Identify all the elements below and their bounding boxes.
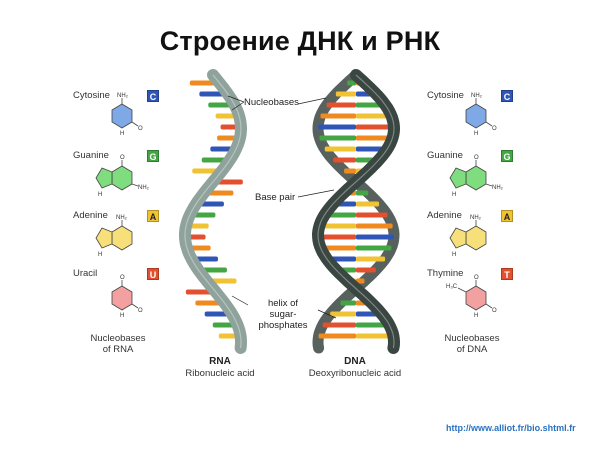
hydrogen-label: H (452, 192, 456, 198)
cytosine-structure-icon: NH₂ O H (111, 93, 143, 137)
caption-dna-nucleobases: Nucleobases of DNA (444, 333, 500, 355)
dna-base-half (356, 234, 394, 240)
dna-base-half (356, 124, 394, 130)
dna-base-half (356, 256, 386, 262)
dna-base-half (356, 267, 376, 273)
dna-base-half (333, 157, 356, 163)
hydrogen-label: H (98, 192, 102, 198)
dna-subtitle: Deoxyribonucleic acid (308, 368, 402, 379)
dna-base-half (318, 234, 356, 240)
dna-base-half (356, 223, 393, 229)
rna-base-badge-u: U (147, 268, 159, 280)
oxygen-label: O (138, 308, 143, 314)
adenine-structure-icon: NH₂ H (95, 215, 133, 258)
dna-base-half (320, 245, 356, 251)
rna-base-name-guanine: Guanine (73, 150, 109, 161)
dna-base-half (322, 322, 356, 328)
dna-base-half (330, 311, 356, 317)
dna-base-half (356, 113, 392, 119)
oxygen-label: O (492, 308, 497, 314)
callout-helix: helix of sugar-phosphates (258, 298, 308, 331)
rna-backbone-highlight (184, 74, 242, 349)
rna-base-badge-g: G (147, 150, 159, 162)
hydrogen-label: H (474, 131, 478, 137)
hydrogen-label: H (120, 313, 124, 319)
pointer-line (231, 295, 249, 306)
dna-base-name-adenine: Adenine (427, 210, 462, 221)
rna-base-name-cytosine: Cytosine (73, 90, 110, 101)
pointer-line (227, 95, 245, 103)
methyl-label: H₃C (446, 284, 458, 290)
oxygen-label: O (138, 126, 143, 132)
dna-base-half (318, 333, 356, 339)
amine-label: NH₂ (471, 93, 483, 99)
dna-base-badge-g: G (501, 150, 513, 162)
dna-base-half (320, 113, 356, 119)
uracil-structure-icon: O O H (111, 275, 143, 319)
dna-base-half (356, 135, 393, 141)
pointer-line (317, 309, 337, 319)
dna-base-half (356, 322, 390, 328)
dna-base-half (326, 102, 356, 108)
oxygen-label: O (492, 126, 497, 132)
rna-title: RNA (209, 356, 231, 367)
rna-base-badge-c: C (147, 90, 159, 102)
hydrogen-label: H (98, 252, 102, 258)
dna-base-half (344, 168, 356, 174)
dna-backbone-highlight (317, 74, 395, 349)
dna-base-half (324, 146, 356, 152)
dna-base-half (356, 201, 380, 207)
rna-base-name-adenine: Adenine (73, 210, 108, 221)
dna-base-badge-t: T (501, 268, 513, 280)
amine-label: NH₂ (117, 93, 129, 99)
dna-base-half (356, 212, 388, 218)
dna-base-half (340, 300, 356, 306)
hydrogen-label: H (452, 252, 456, 258)
amine-label: NH₂ (138, 185, 150, 191)
dna-base-name-cytosine: Cytosine (427, 90, 464, 101)
source-url-link[interactable]: http://www.alliot.fr/bio.shtml.fr (446, 423, 576, 433)
amine-label: NH₂ (492, 185, 504, 191)
dna-base-half (356, 278, 365, 284)
caption-rna-nucleobases: Nucleobases of RNA (90, 333, 146, 355)
dna-base-half (356, 333, 394, 339)
guanine-structure-icon: O NH₂ H (449, 155, 504, 198)
hydrogen-label: H (474, 313, 478, 319)
guanine-structure-icon: O NH₂ H (95, 155, 150, 198)
dna-backbone-strand-a (311, 69, 401, 354)
dna-base-half (356, 245, 392, 251)
dna-base-half (356, 190, 369, 196)
dna-base-badge-a: A (501, 210, 513, 222)
dna-base-name-thymine: Thymine (427, 268, 464, 279)
callout-nucleobases: Nucleobases (244, 97, 299, 108)
oxygen-label: O (474, 155, 479, 161)
cytosine-structure-icon: NH₂ O H (465, 93, 497, 137)
dna-title: DNA (344, 356, 366, 367)
rna-backbone-strand-a (179, 69, 248, 354)
rna-base-badge-a: A (147, 210, 159, 222)
rna-subtitle: Ribonucleic acid (185, 368, 255, 379)
dna-base-name-guanine: Guanine (427, 150, 463, 161)
amine-label: NH₂ (116, 215, 128, 221)
dna-base-half (335, 91, 356, 97)
pointer-line (231, 101, 245, 111)
page-title: Строение ДНК и РНК (159, 26, 441, 56)
rna-base-name-uracil: Uracil (73, 268, 98, 279)
pointer-line (297, 189, 335, 198)
dna-base-half (347, 80, 356, 86)
dna-base-badge-c: C (501, 90, 513, 102)
thymine-structure-icon: O H₃C O H (446, 275, 497, 319)
amine-label: NH₂ (470, 215, 482, 221)
oxygen-label: O (474, 275, 479, 281)
oxygen-label: O (120, 155, 125, 161)
adenine-structure-icon: NH₂ H (449, 215, 487, 258)
dna-base-half (319, 223, 356, 229)
callout-base-pair: Base pair (255, 192, 296, 203)
hydrogen-label: H (120, 131, 124, 137)
oxygen-label: O (120, 275, 125, 281)
dna-base-half (319, 135, 356, 141)
dna-base-half (318, 124, 356, 130)
pointer-line (297, 97, 327, 105)
